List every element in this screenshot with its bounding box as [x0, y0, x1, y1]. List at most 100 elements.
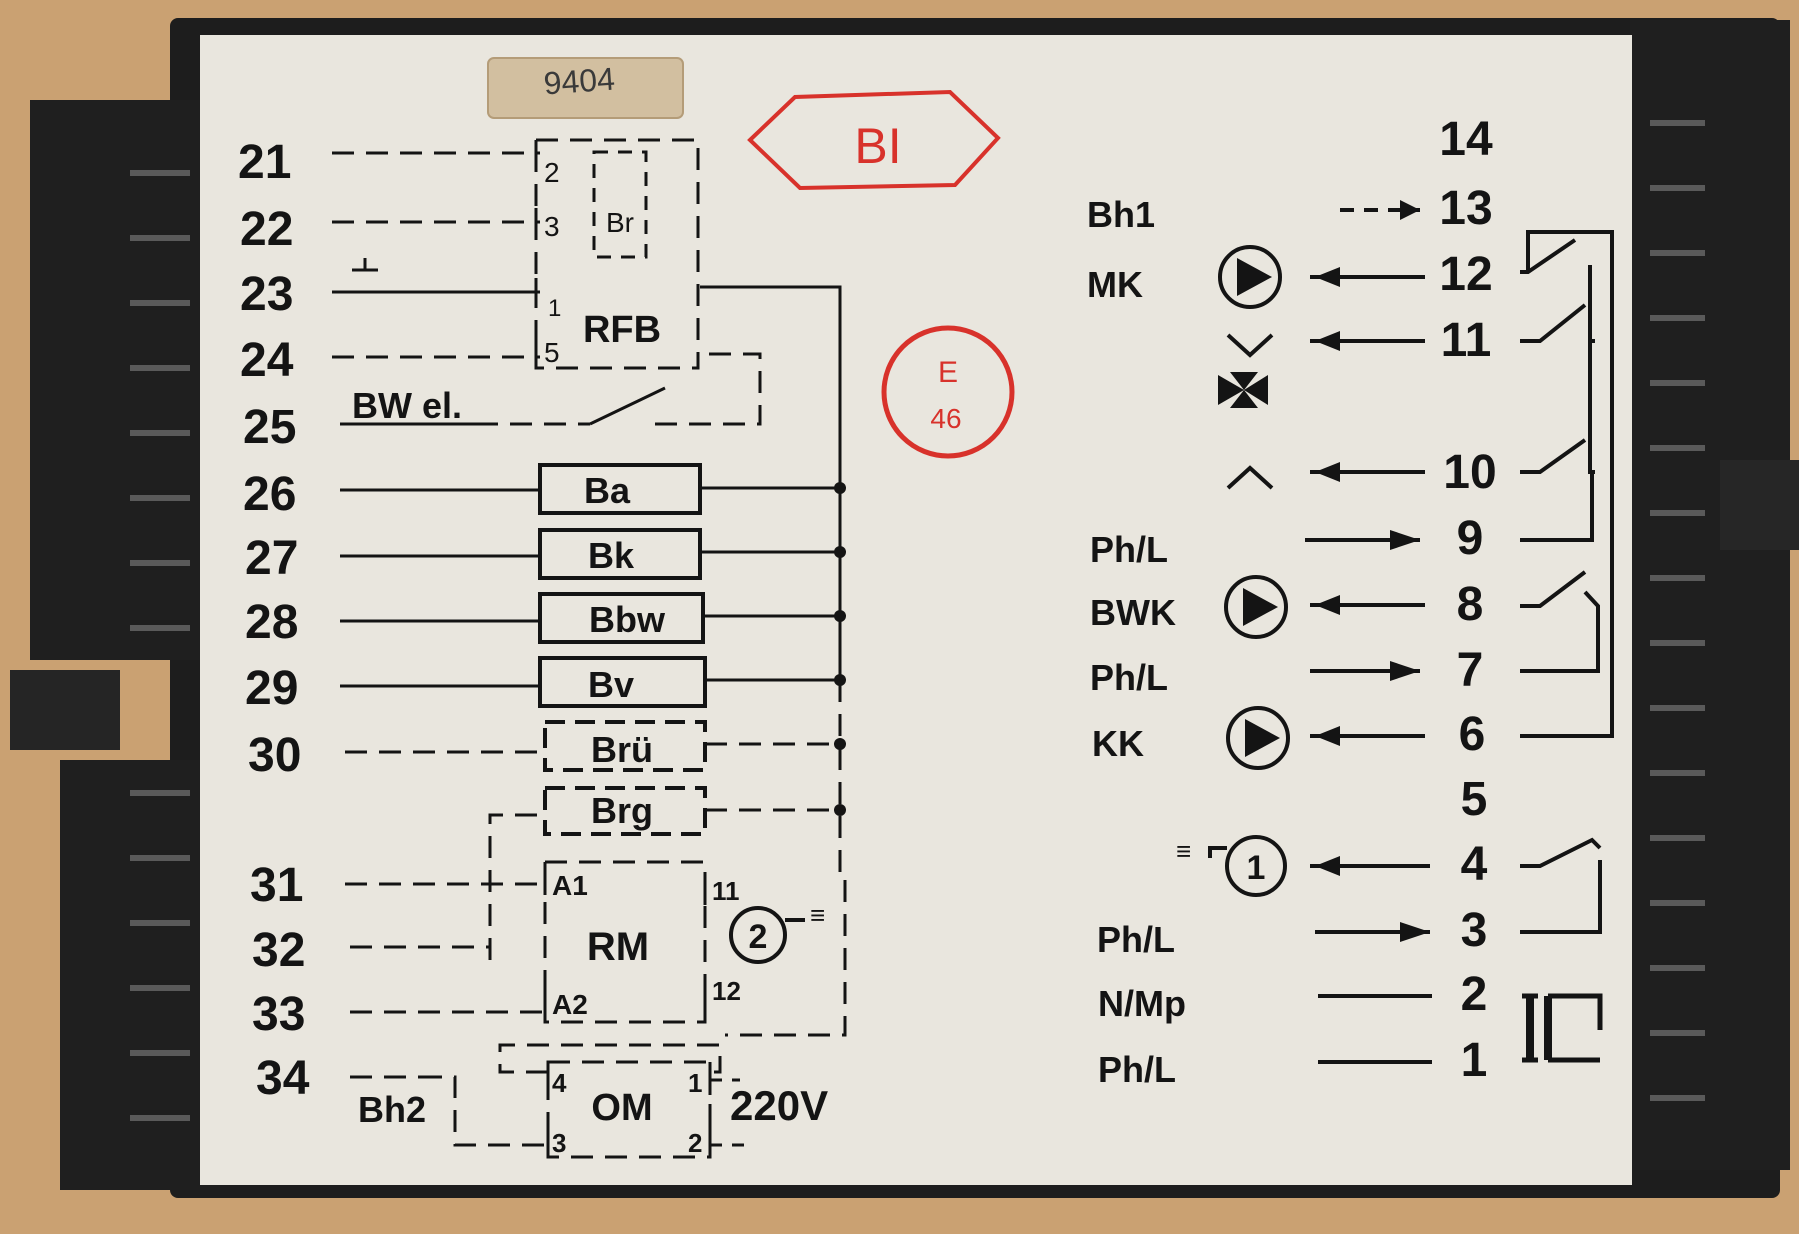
terminal-7: 7	[1457, 644, 1484, 697]
arrow-head-6	[1315, 726, 1340, 746]
arrow-head-3	[1400, 922, 1430, 942]
om-pin-2-label: 2	[688, 1128, 702, 1158]
wire-motor-loop	[725, 880, 847, 1037]
pump-mk-circle	[1218, 245, 1282, 309]
burner-fan-duct	[1208, 846, 1227, 858]
circle-outline	[881, 325, 1015, 459]
transformer-icon	[1522, 993, 1603, 1063]
terminal-4: 4	[1461, 838, 1488, 891]
om-label: OM	[591, 1087, 652, 1129]
burner-fan-number: 1	[1247, 849, 1266, 887]
terminal-1: 1	[1461, 1034, 1488, 1087]
connector-fin	[1650, 965, 1705, 971]
terminal-14: 14	[1439, 113, 1493, 166]
sensor-bk-box	[538, 528, 702, 580]
rm-a2-label: A2	[552, 989, 588, 1020]
motor-fan-circle	[729, 906, 787, 964]
rm-11-label: 11	[712, 876, 740, 906]
arrow-head-13	[1400, 200, 1420, 220]
left-terminal-numbers: 21 22 23 24 25 26 27 28 29 30 31 32 33 3…	[238, 136, 310, 1105]
sensor-bv-box	[538, 656, 707, 708]
om-labels: 4 1 3 2 OM 220V Bh2	[358, 1068, 828, 1158]
contact-9-return	[1520, 470, 1594, 542]
connector-fin	[1650, 185, 1705, 191]
connector-fin	[1650, 835, 1705, 841]
wire-brg-left	[488, 813, 545, 960]
terminal-22: 22	[240, 203, 293, 256]
label-bh1: Bh1	[1087, 194, 1155, 235]
sensor-bv-label: Bv	[588, 664, 634, 705]
connector-fin	[130, 625, 190, 631]
connector-fin	[130, 430, 190, 436]
bw-switch-blade	[589, 386, 666, 426]
connector-fin	[130, 300, 190, 306]
connector-fin	[1650, 900, 1705, 906]
terminal-13: 13	[1439, 182, 1492, 235]
arrow-head-10	[1315, 462, 1340, 482]
burner-fan-icon: 1 ≡	[1176, 835, 1287, 897]
circle-stamp: E 46	[881, 325, 1015, 459]
pump-icon	[1226, 706, 1290, 770]
terminal-30: 30	[248, 729, 301, 782]
motor-fan-number: 2	[749, 918, 768, 956]
connector-fin	[130, 495, 190, 501]
connector-fin	[1650, 315, 1705, 321]
right-connector-fins	[1650, 120, 1705, 1101]
wire-32	[350, 940, 492, 949]
burner-fan-circle	[1225, 835, 1287, 897]
terminal-8: 8	[1457, 578, 1484, 631]
terminal-10: 10	[1443, 446, 1496, 499]
terminal-11: 11	[1441, 314, 1492, 367]
pump-mk-triangle	[1237, 258, 1272, 296]
connector-fin	[1650, 510, 1705, 516]
br-box	[592, 150, 648, 259]
connector-fin	[130, 790, 190, 796]
rm-label: RM	[587, 925, 649, 969]
left-connector-fins	[130, 170, 190, 1121]
valve-bottom-triangle	[1230, 390, 1258, 408]
chevron-up-icon	[1226, 465, 1274, 490]
connector-fin	[130, 1115, 190, 1121]
connector-fin	[130, 1050, 190, 1056]
sensor-brg-label: Brg	[591, 790, 653, 831]
contact-3-return	[1520, 860, 1602, 934]
pump-icon	[1218, 245, 1282, 309]
terminal-33: 33	[252, 988, 305, 1041]
label-ph-l-7: Ph/L	[1090, 657, 1168, 698]
voltage-label: 220V	[730, 1082, 828, 1129]
connector-fin	[1650, 770, 1705, 776]
terminal-23: 23	[240, 268, 293, 321]
label-ph-l-3: Ph/L	[1097, 919, 1175, 960]
arrow-head-8	[1315, 595, 1340, 615]
contact-6-bus	[1520, 230, 1614, 738]
terminal-29: 29	[245, 662, 298, 715]
valve-icon	[1218, 372, 1268, 408]
transformer-top-right	[1548, 993, 1603, 1030]
left-clip	[10, 670, 120, 750]
label-bwk: BWK	[1090, 592, 1176, 633]
connector-fin	[130, 365, 190, 371]
junction-dot	[834, 546, 846, 558]
rfb-pin-5: 5	[544, 337, 560, 368]
label-ph-l-1: Ph/L	[1098, 1049, 1176, 1090]
sensor-bru-box	[543, 720, 707, 772]
right-clip	[1720, 460, 1799, 550]
connector-fin	[130, 855, 190, 861]
sticker-background	[487, 57, 684, 119]
label-kk: KK	[1092, 723, 1144, 764]
connector-fin	[1650, 640, 1705, 646]
junction-dot	[834, 610, 846, 622]
hexagon-stamp-text: BI	[854, 118, 901, 174]
connector-fin	[1650, 1030, 1705, 1036]
br-label: Br	[606, 207, 634, 238]
burner-fan-mark: ≡	[1176, 836, 1191, 866]
rfb-pin-1: 1	[548, 295, 561, 322]
terminal-34: 34	[256, 1052, 310, 1105]
connector-fin	[1650, 575, 1705, 581]
connector-fin	[130, 920, 190, 926]
ground-icon	[352, 258, 378, 272]
terminal-9: 9	[1457, 512, 1484, 565]
contact-11-return	[1588, 341, 1595, 474]
